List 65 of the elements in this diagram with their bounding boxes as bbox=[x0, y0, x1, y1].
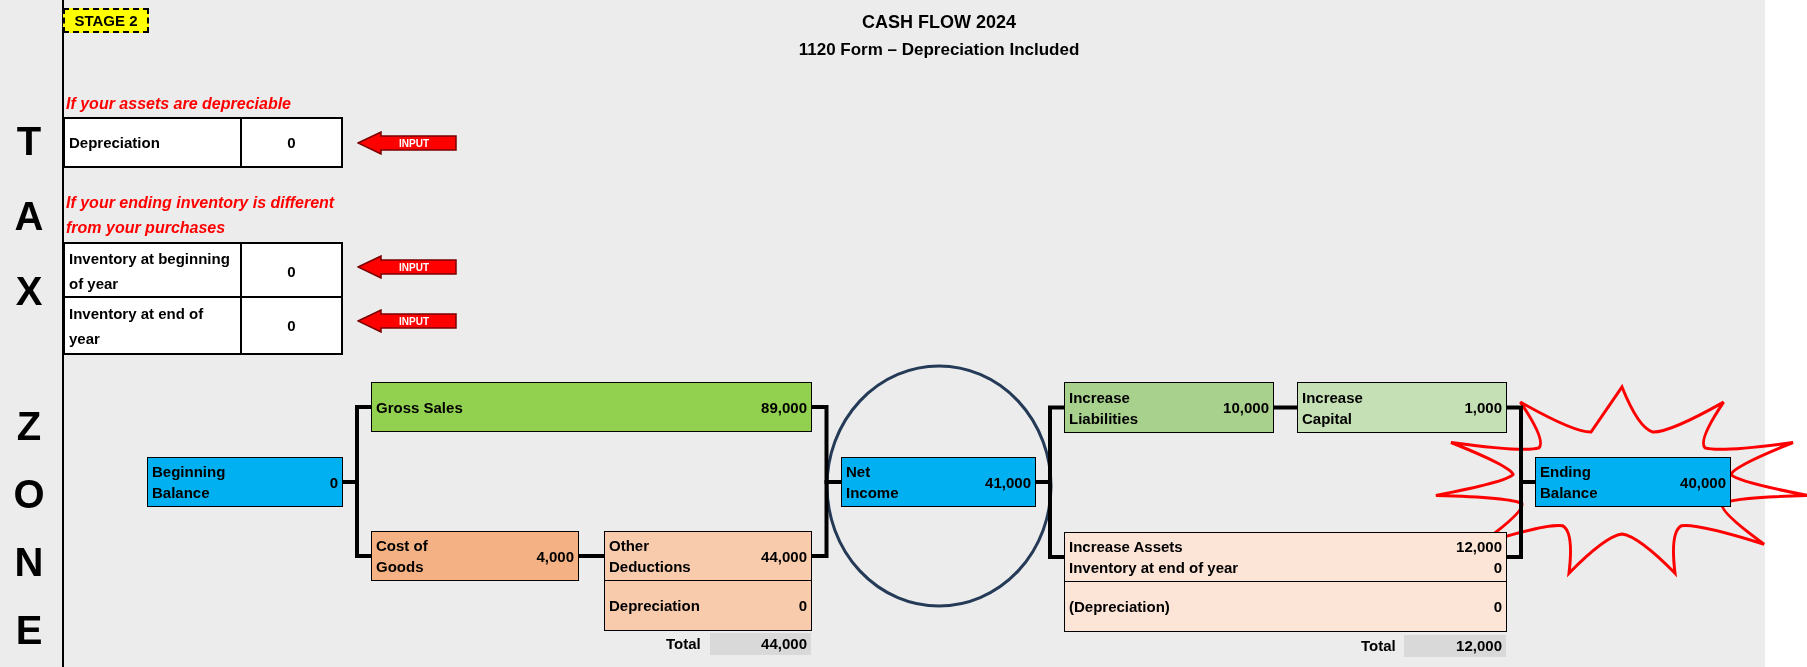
amount-text: 89,000 bbox=[761, 397, 807, 418]
flow-box bbox=[1297, 382, 1507, 433]
value-text: 0 bbox=[286, 133, 297, 153]
total-label: Total bbox=[666, 634, 701, 654]
total-label: Total bbox=[1361, 636, 1396, 656]
input-arrow bbox=[357, 255, 457, 279]
amount-text: 41,000 bbox=[985, 472, 1031, 493]
value-text: 0 bbox=[286, 316, 297, 336]
connector-line bbox=[1274, 405, 1297, 410]
flow-box bbox=[604, 531, 812, 581]
table-row bbox=[63, 117, 343, 168]
connector-line bbox=[812, 480, 841, 558]
amount-text: 40,000 bbox=[1680, 472, 1726, 493]
item-label: Inventory at end of year bbox=[1069, 558, 1240, 578]
subtitle: 1120 Form – Depreciation Included bbox=[797, 39, 1081, 61]
input-arrow bbox=[357, 309, 457, 333]
item-label: Ending Balance bbox=[1540, 462, 1599, 503]
item-label: Cost of Goods bbox=[376, 536, 429, 577]
amount-text: 12,000 bbox=[1456, 537, 1502, 557]
amount-text: 0 bbox=[1493, 597, 1502, 617]
vertical-zone-label: TAX bbox=[13, 118, 45, 315]
connector-line bbox=[343, 480, 371, 558]
row-label: Depreciation bbox=[65, 119, 242, 166]
amount-text: 1,000 bbox=[1464, 398, 1502, 418]
row-label: Inventory at end of year bbox=[65, 298, 242, 353]
amount-text: 0 bbox=[329, 472, 338, 493]
item-label: Gross Sales bbox=[376, 397, 464, 418]
amount-text: 44,000 bbox=[761, 546, 807, 567]
flow-box bbox=[371, 382, 812, 432]
item-label: Net Income bbox=[846, 462, 900, 503]
chart-title: CASH FLOW 2024 bbox=[861, 11, 1017, 34]
flow-box bbox=[1064, 382, 1274, 433]
value-text: 0 bbox=[286, 261, 297, 282]
item-label: Increase Capital bbox=[1302, 387, 1364, 429]
flow-box bbox=[1064, 532, 1507, 582]
amount-text: 10,000 bbox=[1223, 398, 1269, 418]
arrow-label: INPUT bbox=[399, 137, 429, 149]
item-label: Other Deductions bbox=[609, 536, 692, 577]
item-label: Increase Liabilities bbox=[1069, 387, 1140, 429]
flow-box bbox=[147, 457, 343, 507]
amount-text: 4,000 bbox=[536, 546, 574, 567]
table-row bbox=[63, 242, 343, 298]
vertical-zone-label: ZONE bbox=[12, 403, 46, 654]
amount-text: 0 bbox=[1493, 558, 1502, 578]
stage-tag: STAGE 2 bbox=[63, 8, 149, 33]
flow-box bbox=[604, 580, 812, 631]
flow-box bbox=[371, 531, 579, 581]
input-arrow bbox=[357, 131, 457, 155]
flow-box bbox=[1064, 581, 1507, 632]
table-row bbox=[63, 296, 343, 355]
flow-box bbox=[841, 457, 1036, 507]
item-label: Depreciation bbox=[609, 596, 701, 616]
arrow-label: INPUT bbox=[399, 315, 429, 327]
item-label: (Depreciation) bbox=[1069, 597, 1171, 617]
item-label: Beginning Balance bbox=[152, 462, 227, 503]
total-value: 44,000 bbox=[710, 633, 811, 655]
arrow-label: INPUT bbox=[399, 261, 429, 273]
connector-line bbox=[1507, 480, 1535, 559]
connector-line bbox=[579, 554, 604, 558]
note-text: If your ending inventory is different from your purchases bbox=[66, 193, 336, 238]
amount-text: 0 bbox=[798, 596, 807, 616]
item-label: Increase Assets bbox=[1069, 537, 1184, 557]
total-value: 12,000 bbox=[1404, 635, 1506, 657]
note-text: If your assets are depreciable bbox=[66, 94, 291, 114]
flow-box bbox=[1535, 457, 1731, 507]
